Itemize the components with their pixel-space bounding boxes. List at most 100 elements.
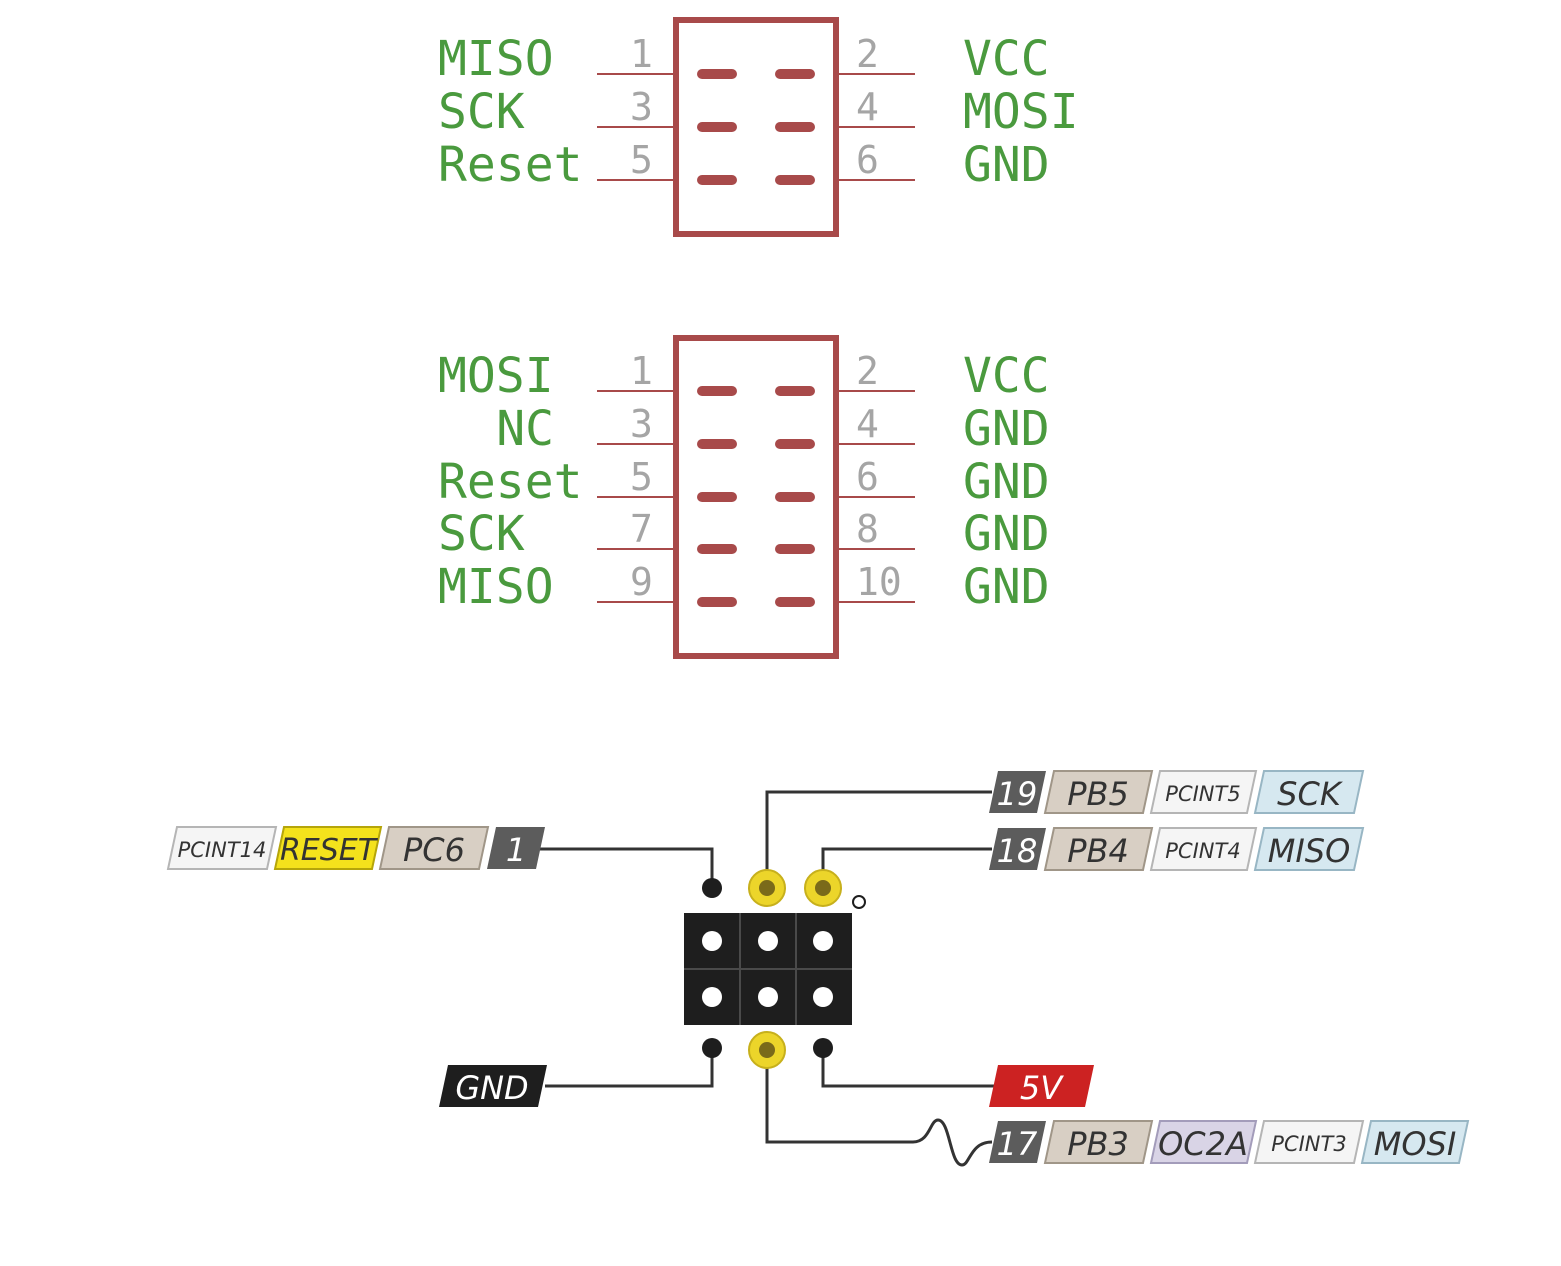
pcint14-tag: PCINT14 — [166, 826, 278, 870]
header-pin — [813, 987, 833, 1007]
left-signal-label: MISO — [438, 31, 554, 87]
right-signal-label: VCC — [963, 348, 1050, 404]
miso-function-tag: MISO — [1253, 827, 1365, 871]
pin-number: 7 — [630, 507, 653, 551]
header-pin — [702, 987, 722, 1007]
wire-mosi — [765, 1052, 993, 1167]
mosi-function-tag: MOSI — [1360, 1120, 1470, 1164]
tag-shape — [1253, 770, 1365, 814]
reset-dot — [702, 878, 722, 898]
tag-label: PCINT3 — [1271, 1132, 1346, 1156]
pcint4-tag: PCINT4 — [1149, 827, 1258, 871]
pin-number: 1 — [630, 349, 653, 393]
pb5-tag: PB5 — [1043, 770, 1154, 814]
vcc-dot — [813, 1038, 833, 1058]
pin-number: 3 — [630, 402, 653, 446]
pb4-tag: PB4 — [1043, 827, 1154, 871]
tag-label: PB5 — [1067, 775, 1129, 813]
pin1-indicator — [852, 895, 866, 909]
tag-shape — [1149, 770, 1258, 814]
pc6-tag: PC6 — [378, 826, 490, 870]
left-signal-label: MOSI — [438, 348, 554, 404]
tag-label: MOSI — [1374, 1125, 1457, 1163]
tag-label: PB3 — [1067, 1125, 1129, 1163]
wire-sck — [765, 790, 992, 886]
tag-label: PB4 — [1067, 832, 1129, 870]
wires — [540, 790, 995, 1167]
schematic-6pin-header: MISO SCK Reset VCC MOSI GND 1 3 5 2 4 6 — [438, 17, 1079, 237]
left-signal-label: MISO — [438, 559, 554, 615]
pin-number: 4 — [856, 402, 879, 446]
vcc-5v-tag: 5V — [989, 1065, 1094, 1107]
miso-pad-hole — [815, 880, 831, 896]
pin-number: 5 — [630, 455, 653, 499]
pin19-number-tag: 19 — [989, 771, 1046, 813]
tag-shape — [1253, 827, 1365, 871]
pin-number: 6 — [856, 138, 879, 182]
pin-number: 2 — [856, 349, 879, 393]
tag-label: PC6 — [403, 831, 465, 869]
wire-5v — [821, 1050, 995, 1088]
tag-shape — [1149, 1120, 1258, 1164]
tag-shape — [1149, 827, 1258, 871]
header-cell-dividers — [684, 913, 852, 1025]
tag-label: RESET — [280, 833, 379, 868]
tag-label: 18 — [997, 832, 1038, 870]
pin-number: 8 — [856, 507, 879, 551]
pin-pads-6pin — [697, 69, 815, 185]
tag-label: PCINT5 — [1165, 782, 1240, 806]
reset-tag: RESET — [273, 826, 383, 870]
pin-number: 3 — [630, 85, 653, 129]
right-signal-label: GND — [963, 401, 1050, 457]
left-signal-label: SCK — [438, 506, 525, 562]
wire-miso — [821, 847, 992, 886]
tag-shape — [989, 1121, 1046, 1163]
pin1-number-tag: 1 — [487, 827, 545, 869]
tag-shape — [166, 826, 278, 870]
tag-shape — [1360, 1120, 1470, 1164]
right-signal-label: GND — [963, 454, 1050, 510]
pcint3-tag: PCINT3 — [1253, 1120, 1365, 1164]
tag-label: 19 — [997, 775, 1038, 813]
tag-shape — [989, 771, 1046, 813]
tag-label: GND — [455, 1069, 528, 1107]
right-signal-label: MOSI — [963, 84, 1079, 140]
sck-row-tags: 19 PB5 PCINT5 SCK — [989, 770, 1365, 814]
mosi-row-tags: 17 PB3 OC2A PCINT3 MOSI — [989, 1120, 1470, 1164]
left-signal-label: Reset — [438, 454, 583, 510]
gnd-dot — [702, 1038, 722, 1058]
left-signal-label: Reset — [438, 137, 583, 193]
pin-number: 1 — [630, 32, 653, 76]
header-pin — [758, 987, 778, 1007]
tag-shape — [1043, 1120, 1154, 1164]
tag-shape — [378, 826, 490, 870]
pb3-tag: PB3 — [1043, 1120, 1154, 1164]
header-pin — [758, 931, 778, 951]
pin-number: 2 — [856, 32, 879, 76]
board-isp-pinout: PCINT14 RESET PC6 1 19 PB5 — [166, 770, 1470, 1167]
reset-row-tags: PCINT14 RESET PC6 1 — [166, 826, 545, 870]
wire-gnd — [545, 1050, 714, 1088]
right-signal-label: GND — [963, 506, 1050, 562]
tag-label: 5V — [1020, 1069, 1064, 1107]
pin-number: 9 — [630, 560, 653, 604]
tag-label: PCINT4 — [1165, 839, 1240, 863]
lead-lines-6pin — [597, 73, 915, 181]
tag-label: MISO — [1268, 832, 1351, 870]
tag-shape — [1043, 770, 1154, 814]
pin-pads-10pin — [697, 386, 815, 607]
tag-label: SCK — [1277, 775, 1344, 813]
tag-label: PCINT14 — [178, 838, 267, 862]
lead-lines-10pin — [597, 390, 915, 603]
header-pins — [702, 931, 833, 1007]
tag-shape — [989, 1065, 1094, 1107]
right-signal-label: GND — [963, 559, 1050, 615]
mosi-pad-hole — [759, 1042, 775, 1058]
tag-shape — [1043, 827, 1154, 871]
tag-label: 17 — [997, 1125, 1038, 1163]
pin-number: 5 — [630, 138, 653, 182]
pin17-number-tag: 17 — [989, 1121, 1046, 1163]
schematic-10pin-header: MOSI NC Reset SCK MISO VCC GND GND GND G… — [438, 335, 1050, 659]
sck-pad-hole — [759, 880, 775, 896]
sck-function-tag: SCK — [1253, 770, 1365, 814]
